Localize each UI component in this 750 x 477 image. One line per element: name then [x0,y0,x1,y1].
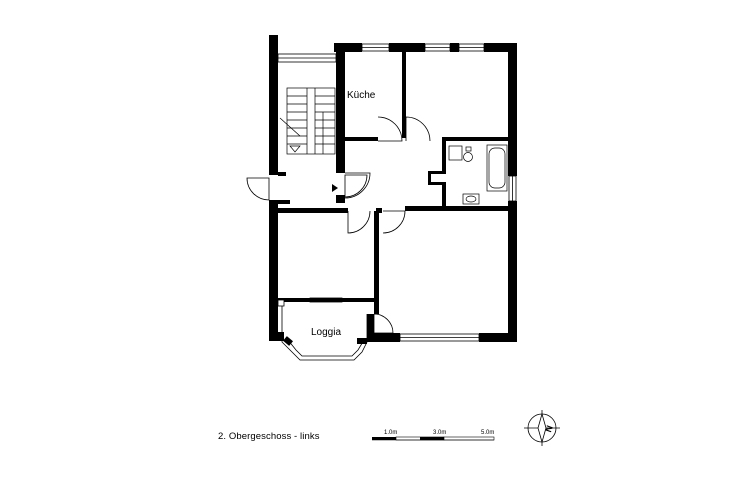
walls [269,35,517,342]
interior-walls [278,52,508,314]
scale-label-5m: 5.0m [481,430,494,436]
staircase [279,87,336,155]
entry-arrow-icon [332,184,338,192]
scale-label-3m: 3.0m [433,430,446,436]
windows [277,43,517,342]
north-arrow-icon [524,410,560,446]
plan-caption: 2. Obergeschoss - links [218,431,320,442]
loggia-label: Loggia [311,327,341,338]
loggia-walls [283,314,374,346]
scale-bar [372,436,495,441]
scale-label-1m: 1.0m [384,430,397,436]
kitchen-label: Küche [347,90,376,101]
doors [246,116,431,334]
bath-fixtures [448,144,508,205]
north-label: N [543,424,555,434]
